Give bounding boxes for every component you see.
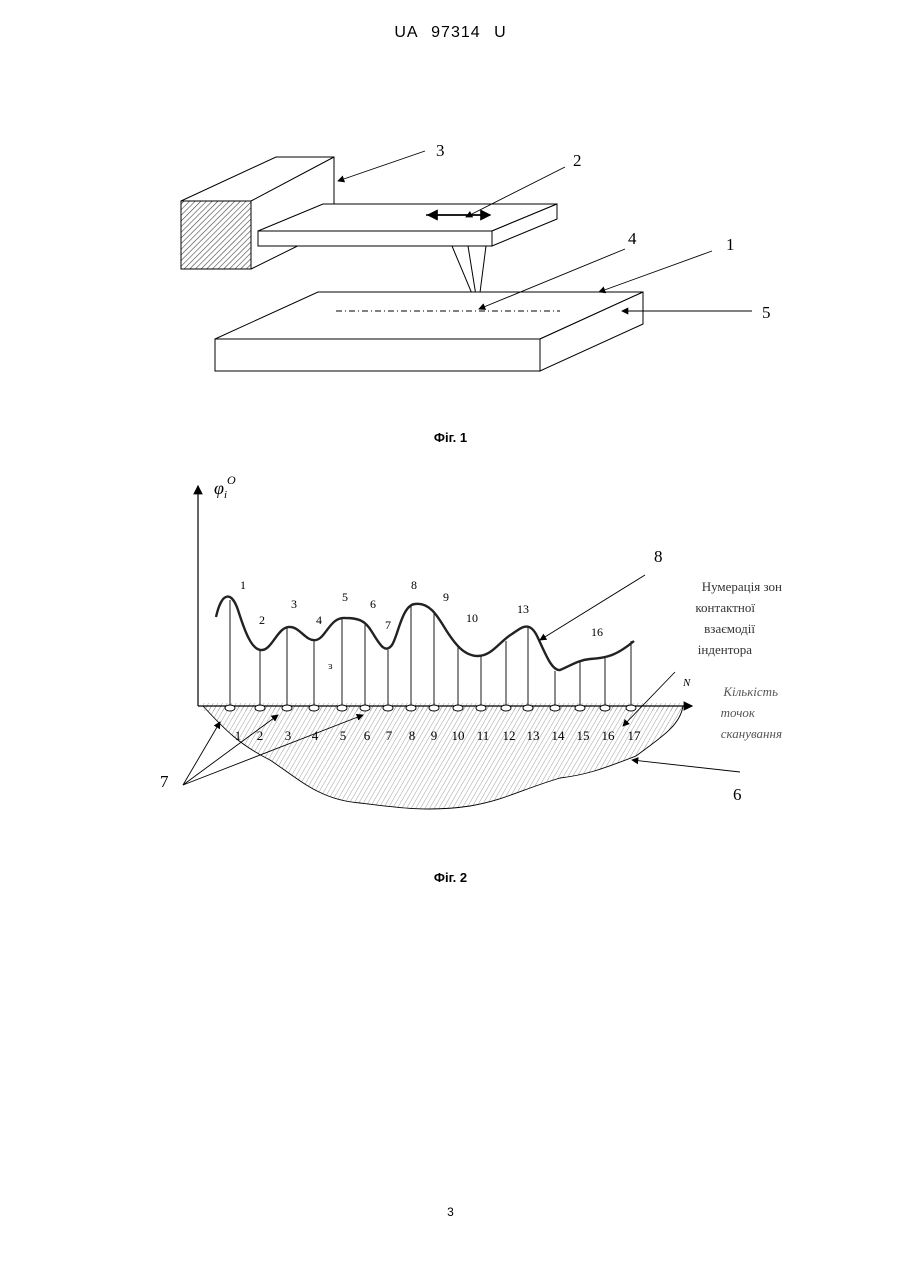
point-number: 10 <box>452 728 465 743</box>
legend-points-line: точок <box>721 705 756 720</box>
y-axis-label: φiO <box>214 473 236 501</box>
point-number: 11 <box>477 728 490 743</box>
point-number: 1 <box>235 728 242 743</box>
point-number: 7 <box>386 728 393 743</box>
stray-mark: ɜ <box>328 660 333 672</box>
zone-number: 1 <box>240 578 246 592</box>
zone-number: 9 <box>443 590 449 604</box>
point-number: 3 <box>285 728 292 743</box>
zone-number: 3 <box>291 597 297 611</box>
legend-points-line: сканування <box>721 726 782 741</box>
callout-6: 6 <box>733 785 742 804</box>
point-number: 6 <box>364 728 371 743</box>
point-number: 9 <box>431 728 438 743</box>
callout-8: 8 <box>654 547 663 566</box>
point-number: 17 <box>628 728 642 743</box>
x-axis-label: N <box>682 677 691 689</box>
zone-number: 16 <box>591 625 603 639</box>
page-number: 3 <box>0 1205 901 1219</box>
point-number: 8 <box>409 728 416 743</box>
point-number: 12 <box>503 728 516 743</box>
zone-number: 10 <box>466 611 478 625</box>
point-number: 16 <box>602 728 616 743</box>
point-number: 4 <box>312 728 319 743</box>
figure-2-caption: Фіг. 2 <box>0 870 901 885</box>
legend-zones-line: взаємодії <box>704 621 755 636</box>
legend-zones-line: Нумерація зон <box>702 579 782 594</box>
point-number: 15 <box>577 728 590 743</box>
legend-zones-line: індентора <box>698 642 752 657</box>
zone-number: 8 <box>411 578 417 592</box>
vertical-lines <box>230 600 631 706</box>
point-number: 13 <box>527 728 540 743</box>
legend-zones-line: контактної <box>695 600 755 615</box>
figure-2-drawing: φiO N 1 2 3 4 5 6 7 8 9 10 13 16 ɜ 1 2 3… <box>0 0 901 860</box>
zone-number: 5 <box>342 590 348 604</box>
legend-zones: Нумерація зон контактної взаємодії інден… <box>695 579 782 657</box>
point-number: 14 <box>552 728 566 743</box>
zone-number: 2 <box>259 613 265 627</box>
legend-points-line: Кількість <box>722 684 778 699</box>
zone-number: 4 <box>316 613 322 627</box>
point-number: 5 <box>340 728 347 743</box>
substrate-surface <box>203 703 683 809</box>
interaction-curve <box>216 597 634 670</box>
legend-points: Кількість точок сканування <box>721 684 782 741</box>
zone-number: 6 <box>370 597 376 611</box>
zone-number: 7 <box>385 618 391 632</box>
point-number: 2 <box>257 728 264 743</box>
callout-7: 7 <box>160 772 169 791</box>
zone-number: 13 <box>517 602 529 616</box>
